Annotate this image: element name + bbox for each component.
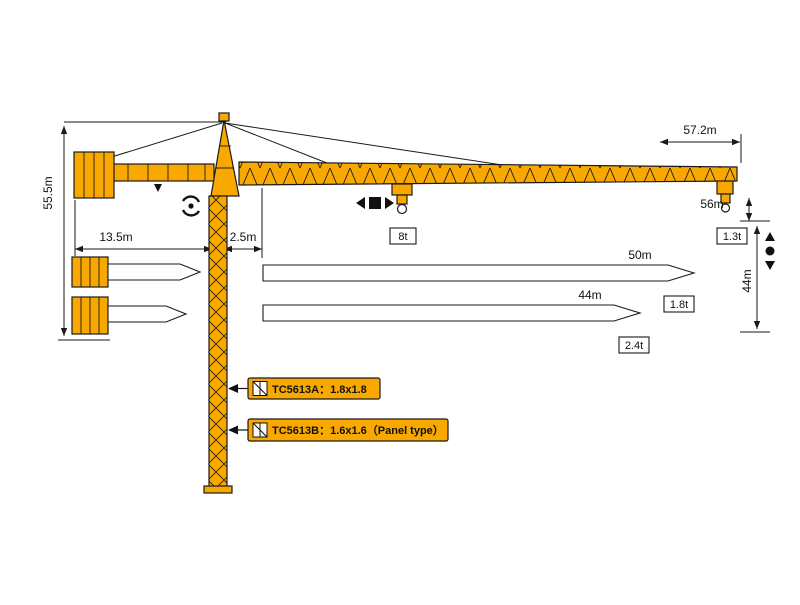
mast-section-b-text: TC5613B：1.6x1.6（Panel type） <box>272 424 444 437</box>
jib-option-50m-capacity: 1.8t <box>670 299 688 311</box>
dim-tip-radius: 56m <box>700 197 723 211</box>
dim-hook-height: 44m <box>740 269 754 292</box>
dim-tower-height: 55.5m <box>41 176 55 209</box>
mast-section-icon <box>252 381 268 396</box>
counter-jib-option-1-bar <box>107 263 202 281</box>
capacity-box-tip <box>716 227 748 245</box>
slewing-icon <box>181 195 201 217</box>
jib-option-44m-bar <box>262 304 642 322</box>
trolley-travel-icon <box>356 197 394 209</box>
dimension-texts: 57.2m 55.5m 13.5m 2.5m 56m 44m 8t 1.3t 5… <box>41 123 754 437</box>
capacity-box-50m <box>663 295 695 313</box>
capacity-mid: 8t <box>398 231 407 243</box>
jib-length-options <box>107 227 748 354</box>
capacity-tip: 1.3t <box>723 231 741 243</box>
counter-jib-pointer-icon <box>154 184 162 192</box>
jib-option-50m-length: 50m <box>628 248 651 262</box>
label-leader-b <box>228 425 248 435</box>
crane-structure <box>71 112 738 494</box>
dim-jib-total: 57.2m <box>683 123 716 137</box>
capacity-box-mid <box>389 227 417 245</box>
mid-hook-icon <box>396 203 408 215</box>
capacity-box-44m <box>618 336 650 354</box>
pendant-lines <box>91 122 523 169</box>
jib-option-44m-capacity: 2.4t <box>625 340 643 352</box>
mast-section-a-text: TC5613A：1.8x1.8 <box>272 384 367 396</box>
dim-rear-offset: 2.5m <box>230 230 257 244</box>
jib-option-50m-bar <box>262 264 696 282</box>
trolley <box>391 183 413 196</box>
hoist-travel-icon <box>765 232 775 270</box>
mast-base <box>203 485 233 494</box>
jib-option-44m-length: 44m <box>578 288 601 302</box>
label-leader-a <box>228 384 248 393</box>
motion-icons <box>154 184 775 438</box>
dimension-lines <box>58 121 770 341</box>
tip-hook-icon <box>720 203 731 213</box>
counter-jib-option-2-bar <box>107 305 188 323</box>
dim-counter-jib: 13.5m <box>99 230 132 244</box>
mast-section-icon <box>252 422 268 438</box>
jib-tip-block <box>716 180 734 195</box>
tower-head <box>210 119 240 197</box>
